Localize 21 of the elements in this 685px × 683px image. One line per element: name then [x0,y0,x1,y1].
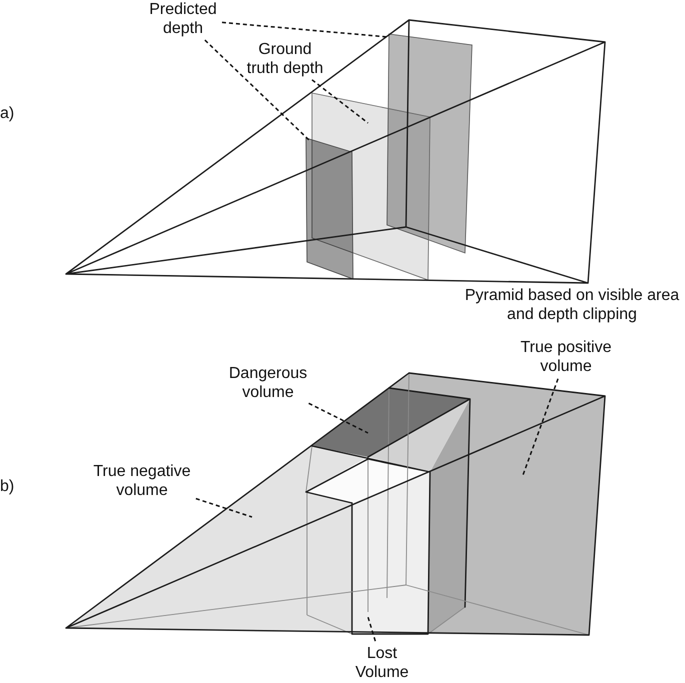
leader-line [196,498,252,518]
leader-line [308,402,368,434]
leader-line [367,616,376,642]
volume-region [306,459,430,634]
callout-label: True negative volume [91,462,193,500]
panel-label: a) [0,104,14,123]
leader-line [522,378,559,476]
leader-line [204,40,310,141]
callout-label: Dangerous volume [227,364,309,402]
volume-region [312,388,470,457]
leader-line [312,79,368,124]
callout-label: Ground truth depth [244,40,326,78]
panel-label: b) [0,477,14,496]
callout-label: Lost Volume [353,644,411,682]
volume-region [368,373,605,635]
depth-plane [306,137,354,280]
callout-label: Predicted depth [147,0,219,38]
callout-label: True positive volume [518,338,614,376]
depth-plane [386,34,472,254]
annotation-text: Pyramid based on visible area and depth clipping [464,286,680,324]
leader-line [222,22,388,38]
